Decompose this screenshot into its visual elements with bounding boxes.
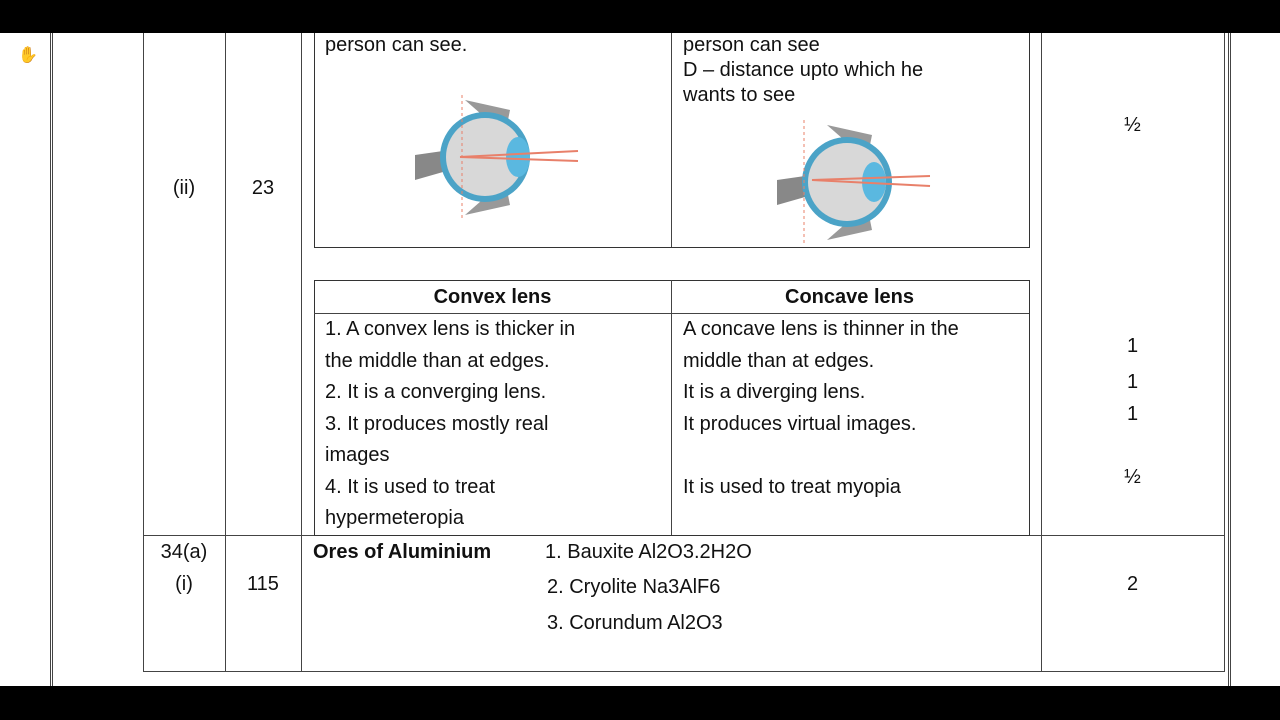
- marks: 2: [1126, 573, 1139, 595]
- marks: 1: [1126, 335, 1139, 357]
- ore-item: 2. Cryolite Na3AlF6: [547, 576, 721, 598]
- right-cell-line: D – distance upto which he: [683, 59, 924, 81]
- right-cell-line: wants to see: [683, 84, 796, 106]
- eye-figure-table: [314, 33, 1030, 248]
- marks: 1: [1126, 371, 1139, 393]
- bottom-black-bar: [0, 686, 1280, 720]
- lens-comparison-table: [314, 280, 1030, 536]
- sub-question-number: (ii): [172, 177, 196, 199]
- header-convex-lens: Convex lens: [433, 286, 552, 308]
- hand-cursor-icon: ✋: [18, 47, 38, 64]
- ore-item: 3. Corundum Al2O3: [547, 612, 723, 634]
- marks: ½: [1124, 466, 1141, 488]
- top-black-bar: [0, 0, 1280, 33]
- myopia-eye-diagram: [777, 120, 931, 245]
- marks: 1: [1126, 403, 1139, 425]
- page-number: 23: [251, 177, 275, 199]
- sub-question-number: (i): [175, 573, 193, 595]
- marks: ½: [1124, 114, 1141, 136]
- question-number: 34(a): [160, 541, 208, 563]
- ore-item: 1. Bauxite Al2O3.2H2O: [545, 541, 752, 563]
- left-cell-text: person can see.: [325, 34, 468, 56]
- hypermetropia-eye-diagram: [415, 95, 579, 220]
- right-cell-line: person can see: [683, 34, 820, 56]
- header-concave-lens: Concave lens: [785, 286, 914, 308]
- ores-heading: Ores of Aluminium: [313, 541, 492, 563]
- page-number: 115: [247, 573, 279, 595]
